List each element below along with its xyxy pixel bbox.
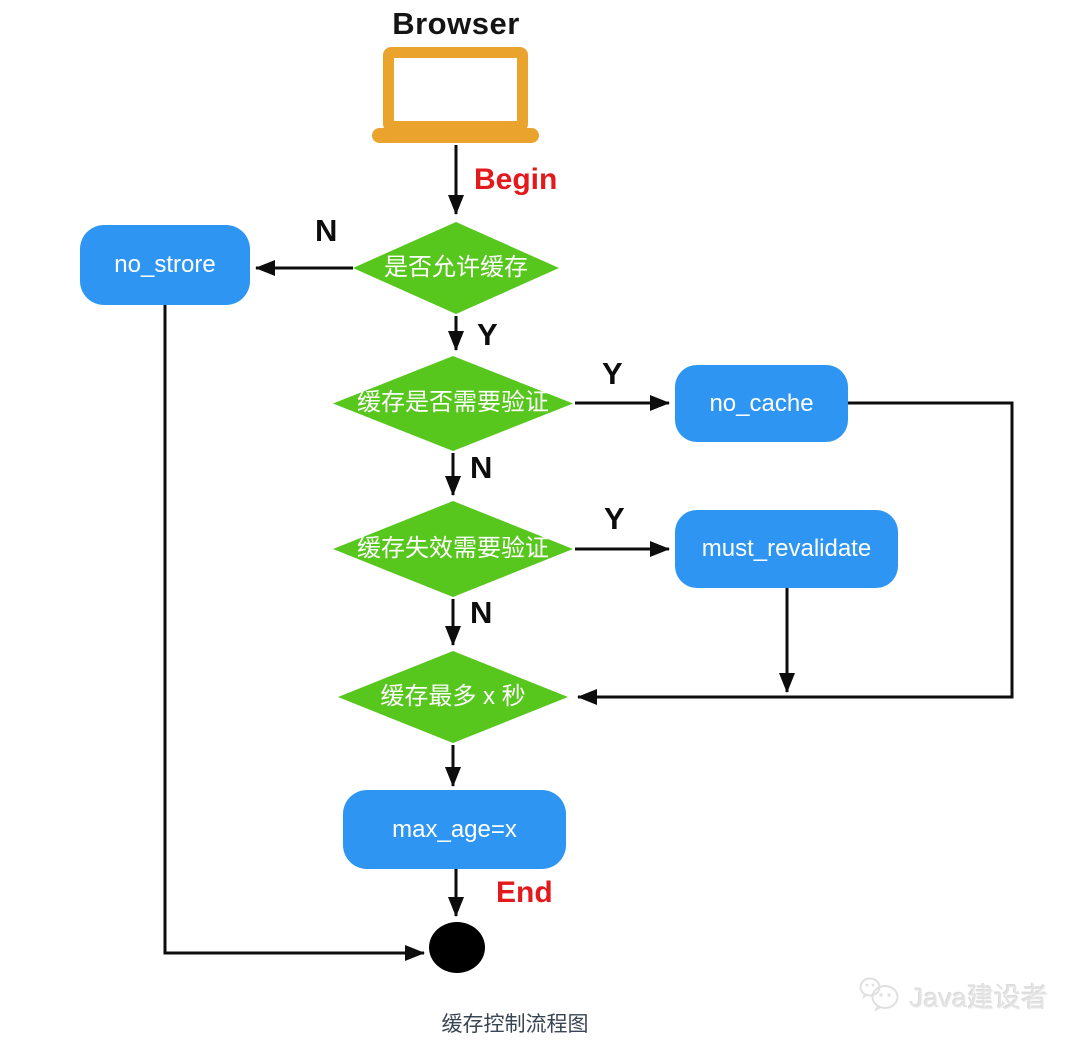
watermark: Java建设者 bbox=[858, 975, 1048, 1015]
branch-label-no: N bbox=[470, 595, 493, 630]
node-no-cache: no_cache bbox=[675, 365, 848, 442]
node-no-store: no_strore bbox=[80, 225, 250, 305]
wechat-icon bbox=[859, 977, 899, 1012]
branch-label-yes: Y bbox=[477, 317, 498, 352]
laptop-icon-base bbox=[372, 128, 539, 143]
begin-label: Begin bbox=[474, 163, 558, 196]
node-must-revalidate: must_revalidate bbox=[675, 510, 898, 588]
branch-label-yes: Y bbox=[602, 356, 623, 391]
laptop-icon bbox=[383, 47, 528, 132]
branch-label-no: N bbox=[470, 450, 493, 485]
node-max-age: max_age=x bbox=[343, 790, 566, 869]
end-terminator bbox=[429, 922, 485, 973]
end-label: End bbox=[496, 876, 553, 909]
diagram-title: Browser bbox=[392, 6, 520, 41]
branch-label-yes: Y bbox=[604, 501, 625, 536]
diagram-caption: 缓存控制流程图 bbox=[441, 1013, 589, 1036]
watermark-text: Java建设者 bbox=[910, 982, 1049, 1013]
branch-label-no: N bbox=[315, 213, 338, 248]
